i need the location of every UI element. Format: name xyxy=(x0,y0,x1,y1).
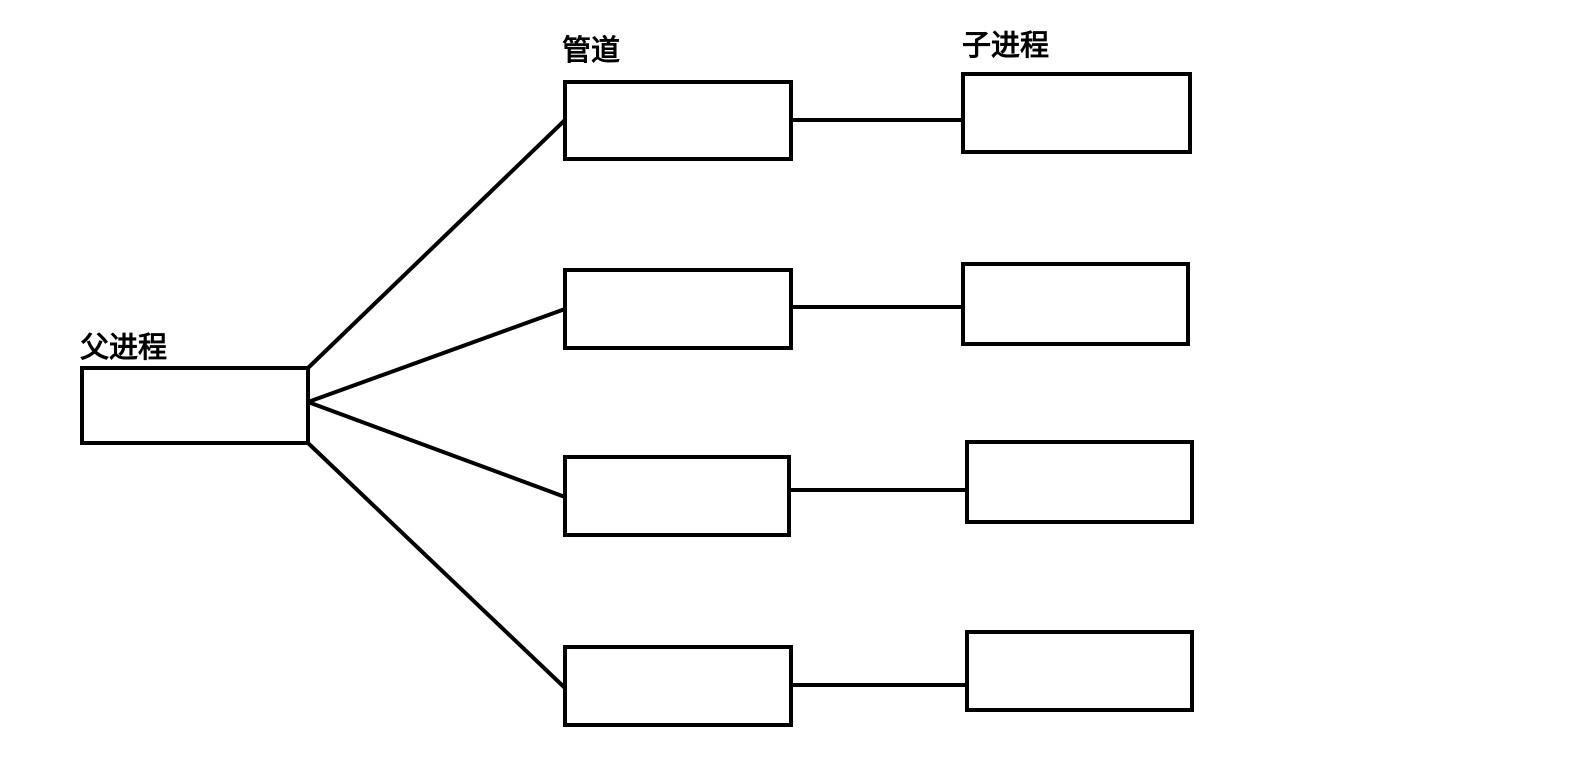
pipe-node-group xyxy=(563,80,793,727)
pipe-box-4[interactable] xyxy=(563,645,793,727)
pipe-box-2[interactable] xyxy=(563,268,793,350)
pipe-box-3[interactable] xyxy=(563,455,791,537)
edge-parent-to-pipe-2 xyxy=(307,307,566,404)
child-box-1[interactable] xyxy=(961,72,1192,154)
child-box-4[interactable] xyxy=(965,630,1194,712)
link-edge-group xyxy=(789,118,973,687)
pipe-label: 管道 xyxy=(562,33,621,67)
child-process-label: 子进程 xyxy=(962,28,1050,62)
edge-parent-to-pipe-3 xyxy=(307,400,566,499)
edge-parent-to-pipe-4 xyxy=(306,441,567,690)
pipe-box-1[interactable] xyxy=(563,80,793,161)
parent-process-box[interactable] xyxy=(80,366,310,445)
child-box-2[interactable] xyxy=(961,262,1190,346)
edge-parent-to-pipe-1 xyxy=(306,118,567,370)
child-box-3[interactable] xyxy=(965,440,1194,524)
parent-process-label: 父进程 xyxy=(80,330,168,364)
child-node-group xyxy=(961,72,1194,712)
fan-edge-group xyxy=(306,118,567,690)
